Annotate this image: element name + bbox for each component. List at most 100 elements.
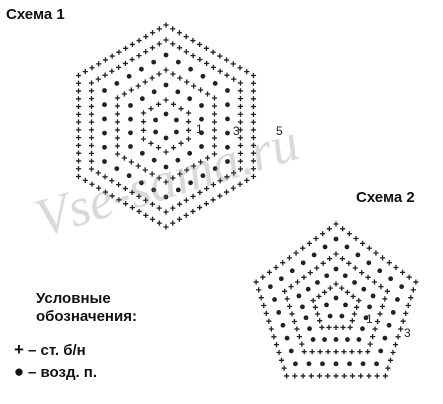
scheme-1-row-2-plus bbox=[163, 97, 169, 103]
scheme-2-row-5-dot bbox=[278, 276, 284, 282]
scheme-2-row-6-plus bbox=[410, 287, 416, 293]
scheme-1-row-4-plus bbox=[191, 163, 197, 169]
scheme-1-row-4-plus bbox=[211, 151, 218, 157]
scheme-1-row-2-plus bbox=[140, 119, 147, 125]
scheme-1-row-6-plus bbox=[224, 72, 230, 78]
scheme-1-row-4-plus bbox=[114, 135, 121, 141]
scheme-2-row-6-plus bbox=[333, 373, 339, 379]
scheme-1-row-5-dot bbox=[102, 130, 107, 136]
scheme-1-row-3-dot bbox=[175, 157, 181, 163]
scheme-2-row-5-dot bbox=[399, 284, 405, 290]
scheme-1-row-7-plus bbox=[217, 53, 223, 59]
scheme-1-row-6-plus bbox=[231, 76, 237, 82]
scheme-1-row-7-plus bbox=[129, 204, 135, 211]
dot-icon: ● bbox=[13, 362, 25, 381]
legend-title-line-1: Условные bbox=[36, 290, 111, 307]
scheme-1-row-7-plus bbox=[102, 57, 109, 63]
scheme-2-row-3-dot bbox=[310, 337, 316, 342]
scheme-1-row-4-plus bbox=[135, 163, 141, 169]
scheme-2-row-6-plus bbox=[395, 334, 401, 340]
scheme-1-row-6-plus bbox=[237, 166, 244, 172]
scheme-1-row-7-plus bbox=[176, 216, 183, 222]
scheme-2-row-4-plus bbox=[288, 284, 294, 290]
scheme-1-row-7-plus bbox=[190, 208, 196, 215]
scheme-2-row-3-dot bbox=[296, 293, 302, 299]
scheme-2-row-4-plus bbox=[333, 349, 339, 355]
scheme-1-row-3-dot bbox=[199, 103, 204, 108]
scheme-1-row-2-plus bbox=[140, 110, 147, 116]
scheme-1-row-5-dot bbox=[225, 144, 230, 150]
scheme-1-row-7-plus bbox=[136, 208, 142, 215]
scheme-2-row-6-plus bbox=[360, 240, 366, 246]
scheme-1-row-5-dot bbox=[188, 180, 193, 186]
scheme-2-row-6-plus bbox=[261, 302, 267, 309]
scheme-2-row-3-dot bbox=[361, 286, 367, 292]
scheme-1-row-4-plus bbox=[177, 171, 183, 177]
scheme-2-row-6-plus bbox=[325, 373, 331, 379]
scheme-1-row-4-plus bbox=[184, 167, 190, 173]
scheme-2-row-3-dot bbox=[333, 337, 339, 342]
scheme-2-row-2-plus bbox=[344, 289, 351, 295]
scheme-2-row-6-plus bbox=[266, 269, 273, 275]
scheme-1-row-6-plus bbox=[237, 142, 244, 149]
scheme-1-row-7-plus bbox=[163, 224, 169, 230]
plus-icon: + bbox=[14, 340, 24, 359]
scheme-1-row-6-plus bbox=[88, 127, 95, 133]
scheme-1-row-3-dot bbox=[128, 130, 133, 136]
scheme-1-row-6-plus bbox=[237, 88, 244, 94]
scheme-1-row-7-plus bbox=[250, 127, 257, 133]
scheme-1-row-4-plus bbox=[135, 83, 141, 89]
scheme-1-row-6-plus bbox=[88, 103, 95, 110]
scheme-1-row-7-plus bbox=[210, 49, 216, 55]
scheme-1-row-6-plus bbox=[176, 201, 183, 207]
scheme-1-row-3-dot bbox=[187, 96, 193, 102]
scheme-2-row-6-plus bbox=[316, 373, 323, 379]
scheme-2-row-6-plus bbox=[306, 240, 312, 246]
scheme-1-row-1-dot bbox=[163, 111, 169, 117]
scheme-1-row-6-plus bbox=[190, 53, 196, 59]
scheme-1-row-5-dot bbox=[175, 187, 181, 193]
scheme-1-row-7-plus bbox=[176, 30, 183, 36]
scheme-1-row-2-plus bbox=[155, 145, 162, 151]
scheme-2-row-3-dot bbox=[370, 293, 376, 299]
scheme-2-row-6-plus bbox=[284, 373, 290, 379]
scheme-1-row-5-dot bbox=[163, 52, 169, 58]
scheme-1-row-7-plus bbox=[116, 49, 122, 55]
scheme-2-row-2-plus bbox=[333, 324, 339, 331]
scheme-2-row-5-dot bbox=[267, 284, 273, 290]
scheme-1-row-5-dot bbox=[225, 130, 230, 136]
scheme-1-row-4-plus bbox=[156, 71, 162, 77]
scheme-1-row-3-dot bbox=[128, 144, 133, 149]
scheme-2-row-6-plus bbox=[405, 302, 411, 309]
scheme-1-row-5-dot bbox=[212, 166, 218, 172]
scheme-1-row-6-plus bbox=[149, 201, 156, 207]
scheme-1-row-6-plus bbox=[88, 135, 95, 141]
scheme-1-row-7-plus bbox=[75, 158, 82, 164]
scheme-2-row-6-plus bbox=[341, 373, 347, 379]
scheme-1-row-4-plus bbox=[211, 111, 218, 117]
scheme-2-title: Схема 2 bbox=[356, 189, 415, 206]
scheme-2-row-4-plus bbox=[352, 265, 358, 271]
scheme-1-row-7-plus bbox=[250, 173, 257, 180]
scheme-1-row-2-plus bbox=[185, 127, 192, 133]
scheme-1-row-7-plus bbox=[183, 34, 189, 40]
scheme-2-row-5-dot bbox=[386, 322, 392, 328]
scheme-1-row-6-plus bbox=[163, 209, 169, 215]
scheme-1-row-7-plus bbox=[203, 201, 209, 207]
scheme-1-row-3-dot bbox=[163, 82, 169, 88]
scheme-1-row-7-plus bbox=[250, 80, 257, 86]
scheme-1-title: Схема 1 bbox=[6, 6, 65, 23]
scheme-1-row-7-plus bbox=[75, 111, 82, 117]
scheme-2-row-6-plus bbox=[258, 295, 264, 301]
scheme-1-row-6-plus bbox=[237, 150, 244, 156]
scheme-1-row-1-dot bbox=[163, 135, 169, 141]
scheme-1-row-7-plus bbox=[82, 69, 88, 75]
scheme-2-row-6-plus bbox=[400, 318, 406, 324]
scheme-1-row-5-dot bbox=[200, 173, 206, 179]
scheme-1-row-7-plus bbox=[149, 30, 156, 36]
scheme-1-row-1-dot bbox=[153, 129, 159, 135]
scheme-2-row-3-dot bbox=[300, 304, 305, 310]
scheme-1-row-4-plus bbox=[211, 103, 218, 109]
scheme-1-row-2-plus bbox=[148, 140, 154, 146]
